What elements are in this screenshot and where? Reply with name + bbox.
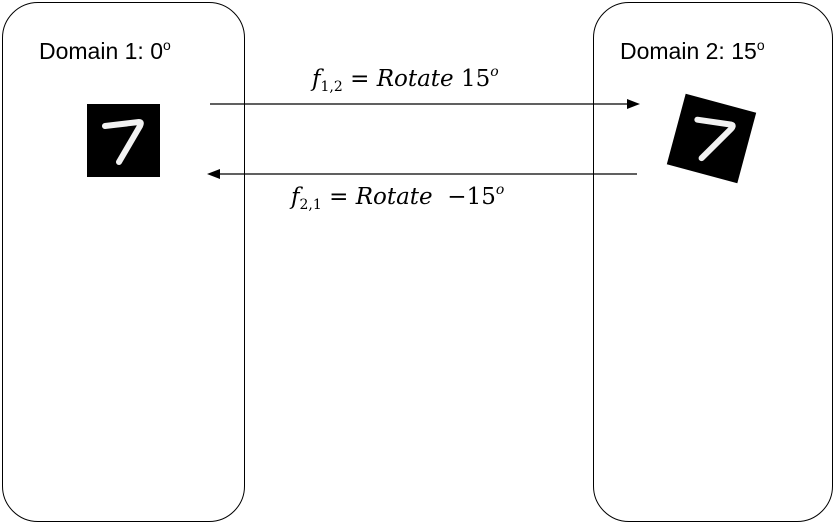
forward-degree: o (490, 64, 499, 80)
domain-2-panel (593, 2, 833, 522)
digit-seven-icon (102, 119, 144, 165)
forward-arrowhead-icon (627, 99, 640, 109)
rotated-digit-seven-image (666, 93, 757, 184)
backward-arrowhead-icon (207, 169, 220, 179)
digit-seven-image (87, 104, 160, 177)
backward-mapping-label: f2,1 = Rotate −15o (291, 182, 505, 213)
forward-op: Rotate (376, 66, 454, 92)
mapping-arrows (207, 99, 640, 179)
forward-equals: = (350, 66, 370, 92)
domain-2-degree: o (756, 37, 765, 53)
domain-1-title: Domain 1: 0o (39, 38, 171, 65)
domain-2-title: Domain 2: 15o (620, 38, 765, 65)
domain-1-panel (2, 2, 245, 522)
backward-equals: = (329, 184, 349, 210)
backward-value: −15 (447, 184, 496, 210)
backward-degree: o (495, 182, 505, 198)
forward-value: 15 (460, 66, 491, 92)
forward-mapping-label: f1,2 = Rotate 15o (312, 64, 499, 95)
backward-op: Rotate (355, 184, 433, 210)
domain-2-title-text: Domain 2: 15 (620, 38, 757, 64)
backward-subscript: 2,1 (299, 197, 322, 213)
domain-1-title-text: Domain 1: 0 (39, 38, 164, 64)
rotated-digit-seven-icon (694, 116, 736, 162)
backward-symbol: f (291, 184, 300, 210)
forward-symbol: f (312, 66, 321, 92)
domain-1-degree: o (163, 37, 171, 53)
forward-subscript: 1,2 (320, 79, 343, 95)
